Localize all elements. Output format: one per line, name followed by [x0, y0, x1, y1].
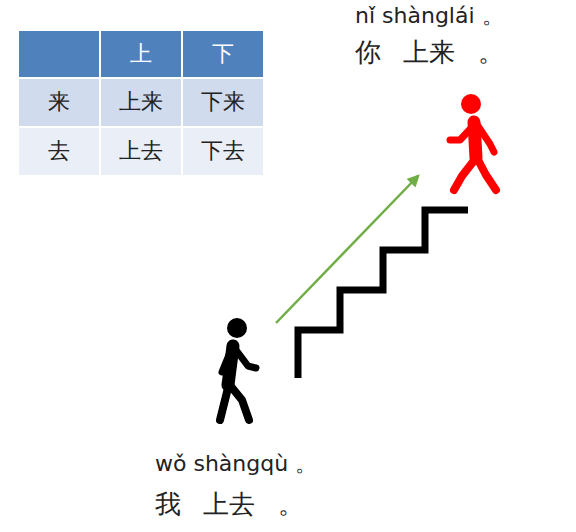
table-cell: 下来	[182, 78, 264, 127]
table-cell: 去	[18, 127, 100, 176]
pinyin-text: nǐ shànglái 。	[355, 4, 504, 28]
table-header: 上	[100, 30, 182, 78]
walking-person-red	[450, 94, 496, 190]
table-cell: 来	[18, 78, 100, 127]
table-grid	[18, 30, 264, 176]
stairs	[298, 210, 468, 378]
direction-arrow	[276, 176, 418, 323]
table-header: 下	[182, 30, 264, 78]
pinyin-text: wǒ shàngqù 。	[155, 452, 317, 476]
table-cell: 上来	[100, 78, 182, 127]
walking-person-black	[220, 318, 256, 420]
table-cell: 下去	[182, 127, 264, 176]
chinese-sentence: 我 上去 。	[155, 490, 304, 519]
chinese-sentence: 你 上来 。	[355, 38, 504, 67]
table-cell: 上去	[100, 127, 182, 176]
